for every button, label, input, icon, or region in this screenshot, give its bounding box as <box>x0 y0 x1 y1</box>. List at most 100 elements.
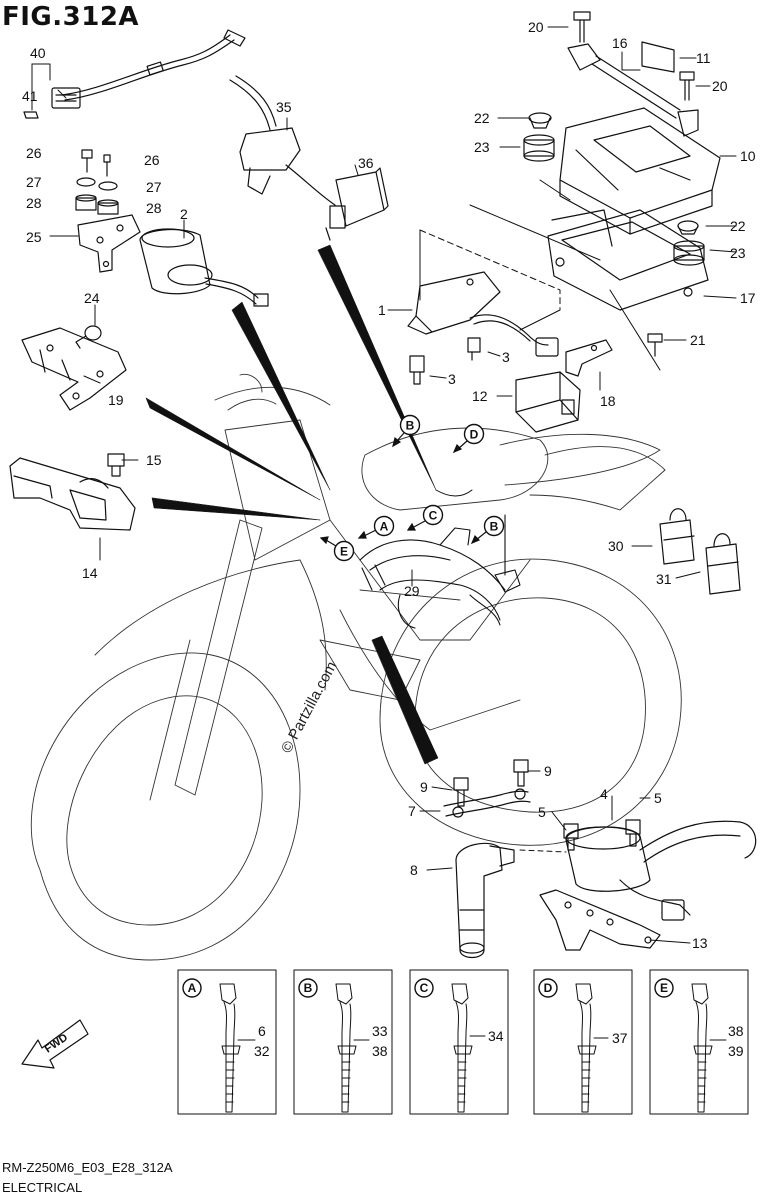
part-15-bolt <box>107 453 125 477</box>
figure-title: FIG.312A <box>2 2 140 32</box>
part-18-bracket <box>565 339 613 377</box>
callout-letters: B D A C B E A B C D E <box>188 419 668 996</box>
part-10-ecu <box>559 107 721 235</box>
part-19-bracket <box>21 327 127 411</box>
part-label: 9 <box>544 763 552 779</box>
part-label: 17 <box>740 290 756 306</box>
inset-letter: B <box>304 981 313 995</box>
part-label: 20 <box>528 19 544 35</box>
part-label: 28 <box>26 195 42 211</box>
part-label: 27 <box>26 174 42 190</box>
callout-letter: E <box>340 545 348 559</box>
callout-letter: C <box>429 509 438 523</box>
part-label: 29 <box>404 583 420 599</box>
part-label: 26 <box>144 152 160 168</box>
inset-part-label: 39 <box>728 1043 744 1059</box>
inset-part-label: 38 <box>728 1023 744 1039</box>
part-label: 8 <box>410 862 418 878</box>
part-26-screws <box>81 149 111 177</box>
inset-letter: D <box>544 981 553 995</box>
part-label: 19 <box>108 392 124 408</box>
part-7-ground-lead <box>443 788 531 818</box>
part-label: 23 <box>730 245 746 261</box>
callout-letter: D <box>470 428 479 442</box>
part-30-coupler <box>659 508 695 565</box>
fwd-arrow-icon <box>21 1019 89 1069</box>
part-label: 3 <box>448 371 456 387</box>
pointer-wedges <box>145 244 439 765</box>
part-4-ignition-coil <box>565 820 757 921</box>
part-label: 9 <box>420 779 428 795</box>
inset-part-label: 38 <box>372 1043 388 1059</box>
part-label: 24 <box>84 290 100 306</box>
part-label: 40 <box>30 45 46 61</box>
part-label: 1 <box>378 302 386 318</box>
part-17-holder <box>547 209 709 311</box>
part-label: 31 <box>656 571 672 587</box>
inset-letter: A <box>188 981 197 995</box>
part-36-relay <box>325 167 389 241</box>
inset-part-numbers: 6 32 33 38 34 37 38 39 <box>254 1023 744 1059</box>
inset-letter: E <box>660 981 668 995</box>
callout-circles <box>182 414 674 998</box>
part-label: 36 <box>358 155 374 171</box>
part-number-labels: 40 41 26 26 27 27 28 28 25 2 24 19 15 14… <box>22 19 756 951</box>
part-label: 15 <box>146 452 162 468</box>
inset-part-label: 37 <box>612 1030 628 1046</box>
part-20-screws <box>573 11 695 101</box>
inset-boxes <box>177 969 749 1115</box>
footer-code: RM-Z250M6_E03_E28_312A <box>2 1160 173 1175</box>
inset-leader-lines <box>237 1035 727 1041</box>
part-label: 3 <box>502 349 510 365</box>
part-25-bracket <box>77 214 141 273</box>
part-label: 18 <box>600 393 616 409</box>
callout-letter: A <box>380 520 389 534</box>
inset-letter: C <box>420 981 429 995</box>
part-label: 30 <box>608 538 624 554</box>
part-label: 23 <box>474 139 490 155</box>
part-label: 5 <box>654 790 662 806</box>
part-label: 13 <box>692 935 708 951</box>
part-24-bolt <box>75 325 102 349</box>
part-22-cushion <box>528 112 699 235</box>
part-8-plug-cap <box>455 842 515 959</box>
part-16-strap <box>567 43 699 137</box>
part-label: 2 <box>180 206 188 222</box>
part-3-bolts <box>409 337 481 385</box>
part-label: 21 <box>690 332 706 348</box>
part-label: 41 <box>22 88 38 104</box>
part-9-bolts <box>453 759 529 807</box>
part-13-bracket <box>539 889 661 951</box>
part-label: 7 <box>408 803 416 819</box>
part-label: 11 <box>696 50 711 66</box>
inset-part-label: 6 <box>258 1023 266 1039</box>
part-label: 14 <box>82 565 98 581</box>
part-28-grommets <box>75 194 119 215</box>
part-label: 4 <box>600 786 608 802</box>
inset-part-label: 32 <box>254 1043 270 1059</box>
part-label: 16 <box>612 35 628 51</box>
part-35-relay <box>229 75 336 206</box>
part-label: 28 <box>146 200 162 216</box>
callout-letter: B <box>490 520 499 534</box>
part-14-bracket <box>9 457 136 531</box>
part-1-regulator <box>407 271 559 357</box>
footer-name: ELECTRICAL <box>2 1180 83 1195</box>
callout-letter: B <box>406 419 415 433</box>
motorcycle-outline <box>30 373 682 961</box>
part-label: 27 <box>146 179 162 195</box>
part-27-washers <box>76 177 118 191</box>
leader-lines <box>31 26 737 944</box>
part-2-capacitor <box>139 228 269 307</box>
part-label: 12 <box>472 388 488 404</box>
part-21-screw <box>647 333 663 357</box>
part-label: 25 <box>26 229 42 245</box>
part-31-coupler <box>705 533 741 595</box>
wire-harness <box>359 514 521 629</box>
part-label: 26 <box>26 145 42 161</box>
callout-arrows <box>319 432 487 547</box>
inset-part-label: 33 <box>372 1023 388 1039</box>
cable-ties <box>219 983 713 1113</box>
